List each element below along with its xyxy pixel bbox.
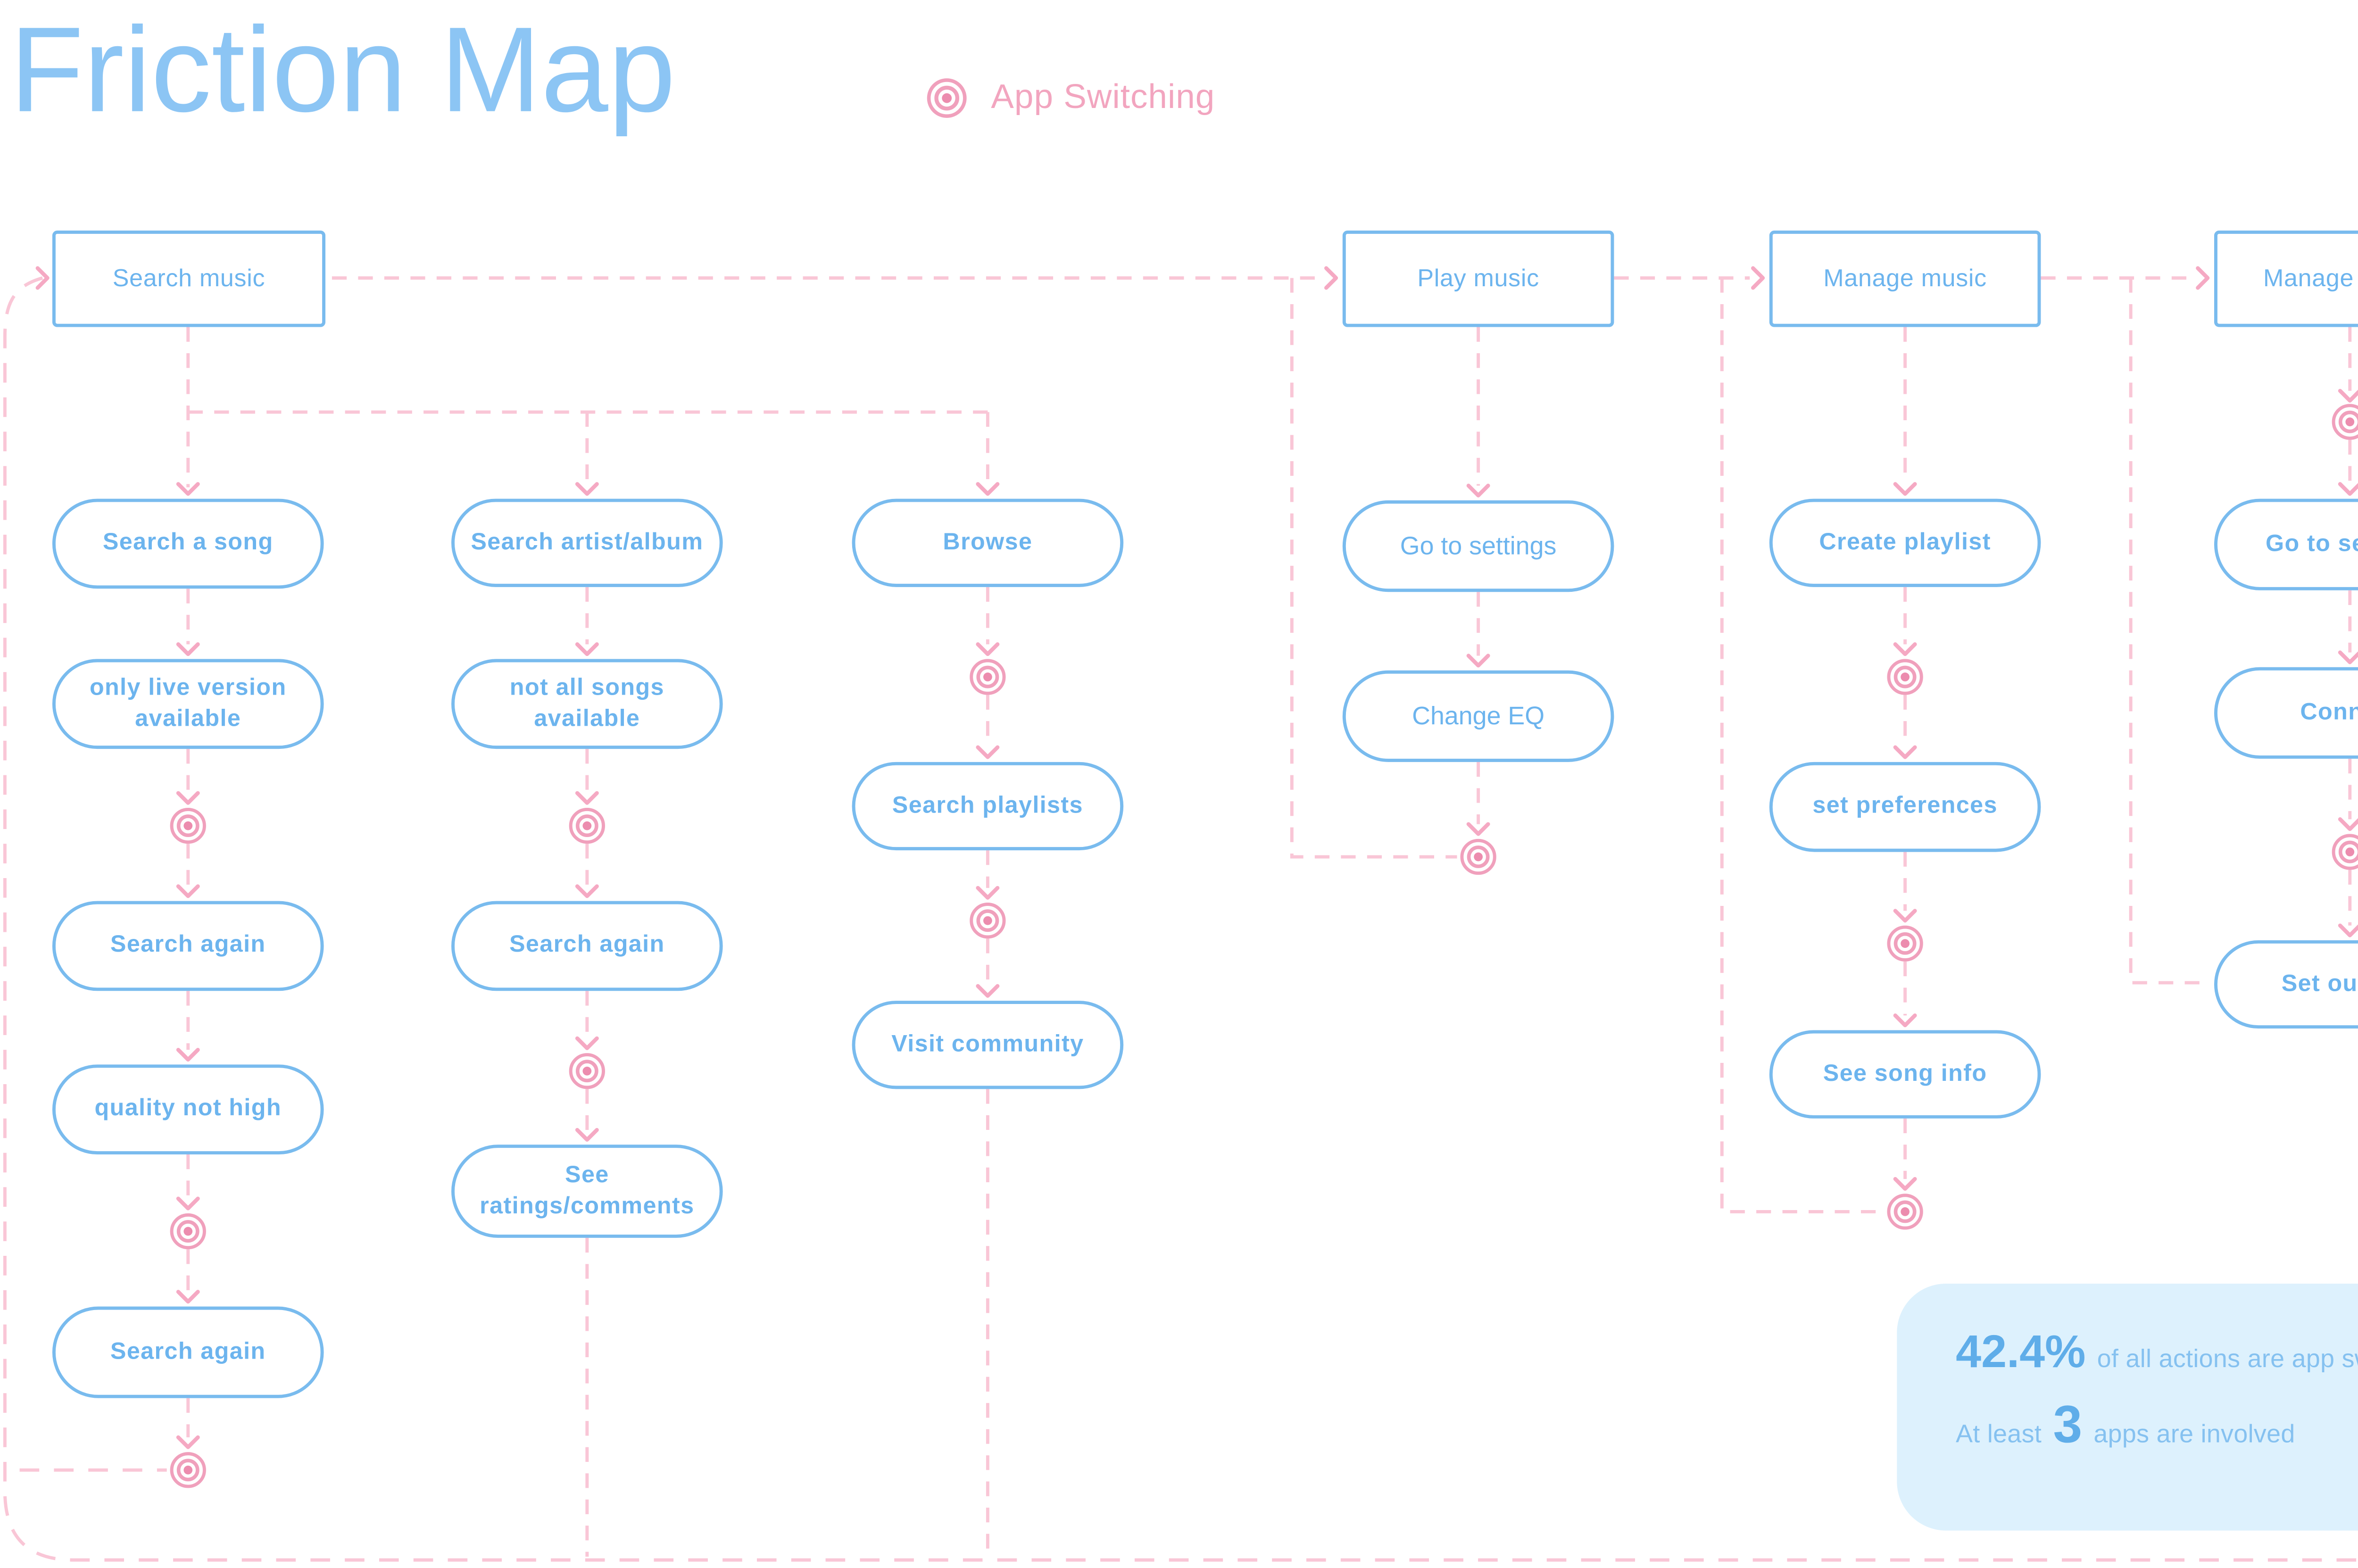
arrow-down-icon — [176, 642, 200, 656]
stat-apps-note: apps are involved — [2093, 1421, 2295, 1449]
arrow-down-icon — [1893, 642, 1917, 656]
arrow-down-icon — [575, 1128, 599, 1142]
arrow-down-icon — [976, 886, 1000, 900]
app-switching-icon — [970, 903, 1006, 939]
legend: App Switching — [926, 77, 1215, 119]
step-only-live-version: only live version available — [52, 659, 324, 749]
app-switching-icon — [170, 807, 206, 844]
arrow-down-icon — [976, 482, 1000, 496]
app-switching-icon — [1887, 925, 1923, 962]
step-connect: Connect — [2214, 667, 2358, 759]
app-switching-icon — [1887, 659, 1923, 695]
arrow-down-icon — [2338, 389, 2358, 403]
arrow-right-icon — [1324, 266, 1338, 290]
step-go-to-settings-play: Go to settings — [1342, 500, 1614, 592]
arrow-down-icon — [1466, 654, 1490, 668]
arrow-right-icon — [35, 266, 50, 290]
arrowheads — [35, 266, 2358, 1449]
arrow-down-icon — [176, 1290, 200, 1304]
app-switching-icon — [970, 659, 1006, 695]
step-see-ratings-comments: See ratings/comments — [451, 1145, 723, 1238]
step-quality-not-high: quality not high — [52, 1064, 324, 1155]
step-search-again-2: Search again — [52, 1306, 324, 1398]
app-switching-icon — [2332, 834, 2358, 870]
arrow-down-icon — [2338, 923, 2358, 937]
app-switching-icon — [170, 1213, 206, 1250]
app-switching-icon — [569, 807, 605, 844]
arrow-down-icon — [1893, 909, 1917, 923]
arrow-down-icon — [575, 791, 599, 805]
step-go-to-settings-output: Go to settings — [2214, 498, 2358, 590]
step-search-playlists: Search playlists — [852, 762, 1124, 851]
arrow-down-icon — [2338, 650, 2358, 664]
step-browse: Browse — [852, 498, 1124, 587]
stats-card: 42.4% of all actions are app switching A… — [1897, 1283, 2358, 1531]
step-see-song-info: See song info — [1769, 1030, 2041, 1119]
stage-play-music: Play music — [1342, 230, 1614, 327]
stat-apps-prefix: At least — [1956, 1421, 2042, 1449]
arrow-down-icon — [1893, 1177, 1917, 1191]
arrow-down-icon — [2338, 817, 2358, 831]
arrow-down-icon — [575, 482, 599, 496]
step-set-output: Set output — [2214, 940, 2358, 1029]
arrow-down-icon — [1466, 822, 1490, 836]
arrow-down-icon — [176, 1435, 200, 1449]
arrow-down-icon — [575, 884, 599, 898]
app-switching-icon — [569, 1053, 605, 1089]
stat-apps-line: At least 3 apps are involved — [1956, 1395, 2358, 1455]
arrow-down-icon — [1893, 745, 1917, 759]
arrow-right-icon — [1751, 266, 1765, 290]
step-visit-community: Visit community — [852, 1001, 1124, 1089]
arrow-down-icon — [1893, 482, 1917, 496]
arrow-right-icon — [2196, 266, 2210, 290]
step-search-artist-album: Search artist/album — [451, 498, 723, 587]
arrow-down-icon — [176, 1047, 200, 1062]
step-set-preferences: set preferences — [1769, 762, 2041, 852]
step-search-again-1: Search again — [52, 901, 324, 991]
app-switch-markers — [170, 404, 2358, 1488]
app-switching-icon — [170, 1452, 206, 1488]
step-create-playlist: Create playlist — [1769, 498, 2041, 587]
app-switching-icon — [2332, 404, 2358, 440]
page-title: Friction Map — [9, 1, 676, 138]
stage-manage-music: Manage music — [1769, 230, 2041, 327]
step-search-a-song: Search a song — [52, 498, 324, 589]
arrow-down-icon — [1466, 483, 1490, 498]
app-switching-icon — [1887, 1194, 1923, 1230]
arrow-down-icon — [176, 791, 200, 805]
step-search-again-3: Search again — [451, 901, 723, 991]
stage-manage-output: Manage Output — [2214, 230, 2358, 327]
arrow-down-icon — [575, 1036, 599, 1050]
arrow-down-icon — [976, 642, 1000, 656]
arrow-down-icon — [2338, 482, 2358, 496]
stage-search-music: Search music — [52, 230, 326, 327]
stat-percent-note: of all actions are app switching — [2097, 1345, 2358, 1374]
step-not-all-songs: not all songs available — [451, 659, 723, 749]
arrow-down-icon — [976, 745, 1000, 759]
arrow-down-icon — [176, 1196, 200, 1211]
step-change-eq: Change EQ — [1342, 670, 1614, 762]
legend-label: App Switching — [991, 78, 1215, 116]
stat-apps-count: 3 — [2053, 1394, 2083, 1454]
bullseye-icon — [927, 78, 967, 118]
arrow-down-icon — [1893, 1013, 1917, 1028]
arrow-down-icon — [976, 984, 1000, 998]
arrow-down-icon — [176, 482, 200, 496]
arrow-down-icon — [575, 642, 599, 656]
stat-percent-line: 42.4% of all actions are app switching — [1956, 1326, 2358, 1378]
stat-percent-value: 42.4% — [1956, 1326, 2086, 1377]
arrow-down-icon — [176, 884, 200, 898]
app-switching-icon — [1460, 838, 1496, 875]
